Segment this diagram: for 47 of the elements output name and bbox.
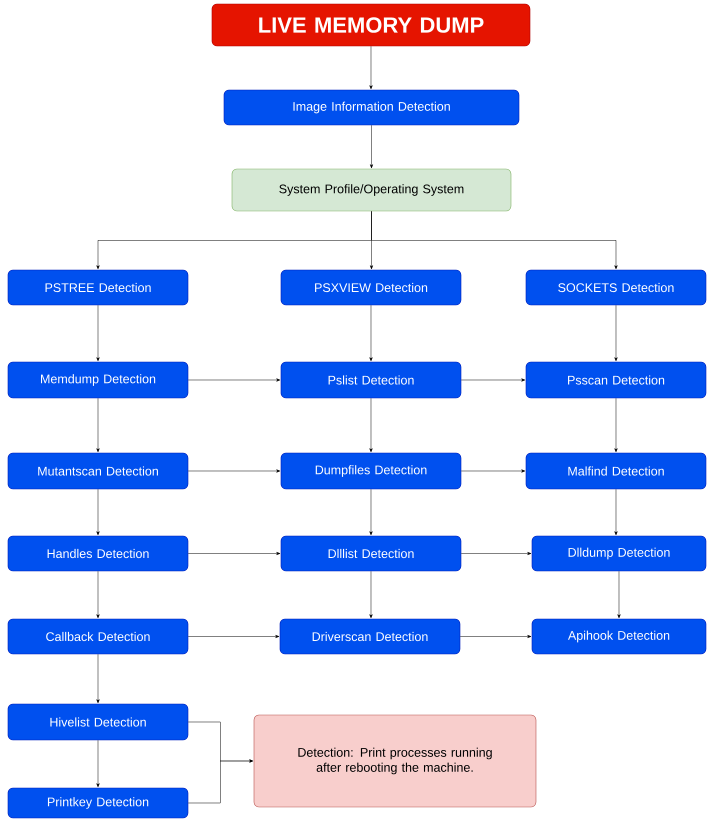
profile-box: System Profile/Operating System [232, 168, 512, 212]
arrow [461, 378, 526, 382]
process-box: Image Information Detection [224, 90, 520, 126]
process-box: Callback Detection [8, 618, 188, 654]
process-box: Memdump Detection [8, 362, 188, 398]
arrow [188, 378, 280, 382]
arrow [188, 759, 254, 804]
arrow [614, 305, 618, 362]
process-box: Apihook Detection [532, 618, 706, 654]
process-box: Driverscan Detection [280, 618, 460, 654]
arrow [96, 489, 100, 536]
arrow [369, 305, 373, 362]
arrow [460, 634, 532, 638]
arrow [617, 571, 621, 618]
arrow [614, 398, 618, 452]
process-box: Psscan Detection [526, 362, 706, 398]
arrow [96, 571, 100, 618]
process-box: Malfind Detection [526, 452, 706, 490]
arrow [188, 552, 280, 556]
process-box: Printkey Detection [8, 788, 188, 818]
arrow [369, 398, 373, 452]
arrow [96, 740, 100, 788]
process-box: Handles Detection [8, 536, 188, 572]
arrow [369, 46, 373, 90]
arrow [188, 634, 280, 638]
process-box: SOCKETS Detection [526, 270, 706, 306]
process-box: Pslist Detection [280, 362, 462, 398]
arrow [461, 469, 526, 473]
process-box: Dlldump Detection [532, 536, 706, 572]
arrow [96, 654, 100, 704]
arrow [371, 211, 618, 270]
process-box: Hivelist Detection [8, 704, 188, 740]
arrow [369, 489, 373, 536]
note-box: Detection: Print processes running after rebooting the machine. [254, 714, 536, 808]
process-box: PSXVIEW Detection [280, 270, 462, 306]
arrow [614, 489, 618, 536]
arrow [188, 469, 280, 473]
process-box: Dumpfiles Detection [280, 452, 462, 490]
process-box: Dlllist Detection [280, 536, 462, 572]
arrow [369, 571, 373, 618]
arrow [96, 398, 100, 452]
title-box: LIVE MEMORY DUMP [212, 4, 530, 46]
process-box: Mutantscan Detection [8, 452, 188, 490]
arrow [461, 552, 532, 556]
arrow [370, 125, 374, 168]
process-box: PSTREE Detection [8, 270, 188, 306]
arrow [96, 305, 100, 362]
